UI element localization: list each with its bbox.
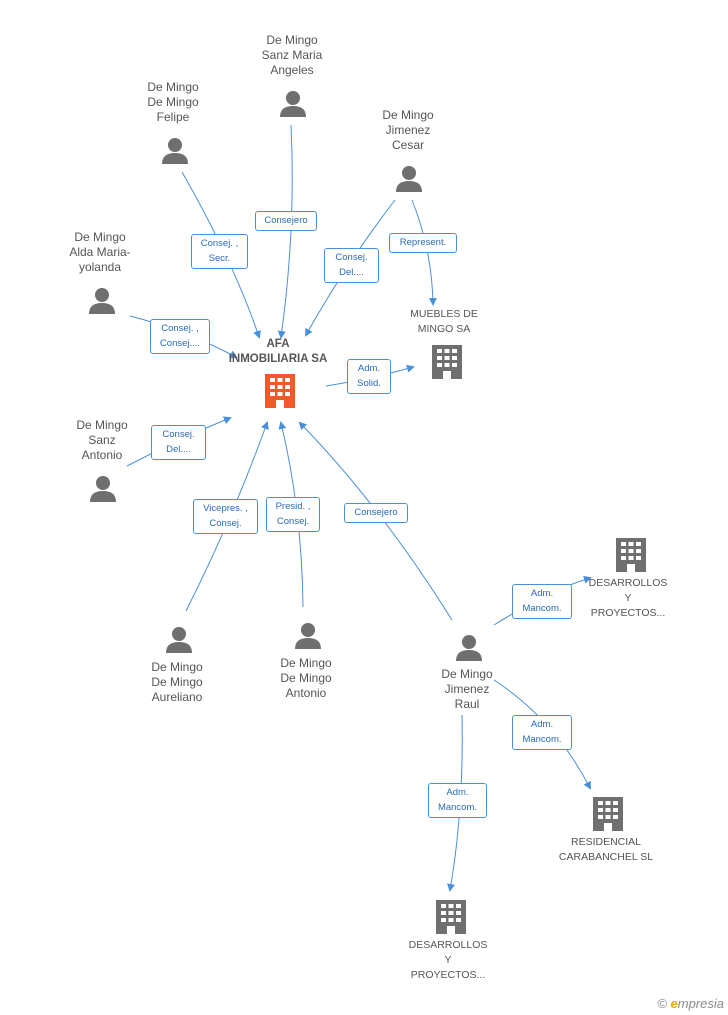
main-company-name[interactable]: AFA INMOBILIARIA SA	[228, 338, 328, 365]
edge-label-e1[interactable]: Consejero	[255, 211, 317, 231]
building-icon-c3	[593, 797, 623, 831]
edge-label-e10[interactable]: Consejero	[344, 503, 408, 523]
company-name-c1[interactable]: MUEBLES DE MINGO SA	[410, 308, 478, 335]
person-icon-p6	[166, 627, 192, 653]
person-name-p2[interactable]: De Mingo De Mingo Felipe	[147, 80, 199, 124]
person-icons	[89, 91, 482, 661]
person-icon-p7	[295, 623, 321, 649]
edge-label-e5[interactable]: Consej. , Consej....	[150, 319, 210, 354]
person-name-p8[interactable]: De Mingo Jimenez Raul	[441, 667, 493, 711]
building-icon-main	[265, 374, 295, 408]
person-icon-p5	[90, 476, 116, 502]
person-icon-p8	[456, 635, 482, 661]
copyright-symbol: ©	[657, 996, 667, 1011]
building-icons	[265, 345, 646, 934]
person-name-p5[interactable]: De Mingo Sanz Antonio	[76, 418, 128, 462]
edge-label-e12[interactable]: Adm. Mancom.	[512, 715, 572, 750]
person-name-p7[interactable]: De Mingo De Mingo Antonio	[280, 656, 332, 700]
company-name-c4[interactable]: DESARROLLOS Y PROYECTOS...	[408, 939, 488, 981]
brand-initial: e	[670, 996, 678, 1011]
edge-label-e13[interactable]: Adm. Mancom.	[428, 783, 487, 818]
person-name-p3[interactable]: De Mingo Jimenez Cesar	[382, 108, 434, 152]
building-icon-c2	[616, 538, 646, 572]
edge-label-e6[interactable]: Adm. Solid.	[347, 359, 391, 394]
brand-name: mpresia	[677, 996, 724, 1011]
edge-label-e8[interactable]: Vicepres. , Consej.	[193, 499, 258, 534]
edge-line-e1	[277, 124, 293, 339]
company-name-c3[interactable]: RESIDENCIAL CARABANCHEL SL	[558, 836, 654, 863]
edge-label-e3[interactable]: Consej. Del....	[324, 248, 379, 283]
person-icon-p1	[280, 91, 306, 117]
building-icon-c4	[436, 900, 466, 934]
person-name-p4[interactable]: De Mingo Alda Maria- yolanda	[69, 230, 131, 274]
edge-label-e11[interactable]: Adm. Mancom.	[512, 584, 572, 619]
company-name-c2[interactable]: DESARROLLOS Y PROYECTOS...	[588, 577, 668, 619]
edge-label-e7[interactable]: Consej. Del....	[151, 425, 206, 460]
edge-label-e4[interactable]: Represent.	[389, 233, 457, 253]
person-icon-p2	[162, 138, 188, 164]
person-icon-p3	[396, 166, 422, 192]
edge-label-e9[interactable]: Presid. , Consej.	[266, 497, 320, 532]
person-name-p6[interactable]: De Mingo De Mingo Aureliano	[151, 660, 203, 704]
person-name-p1[interactable]: De Mingo Sanz Maria Angeles	[261, 33, 323, 77]
empresia-logo[interactable]: © empresia	[657, 996, 724, 1011]
person-icon-p4	[89, 288, 115, 314]
edge-label-e2[interactable]: Consej. , Secr.	[191, 234, 248, 269]
building-icon-c1	[432, 345, 462, 379]
